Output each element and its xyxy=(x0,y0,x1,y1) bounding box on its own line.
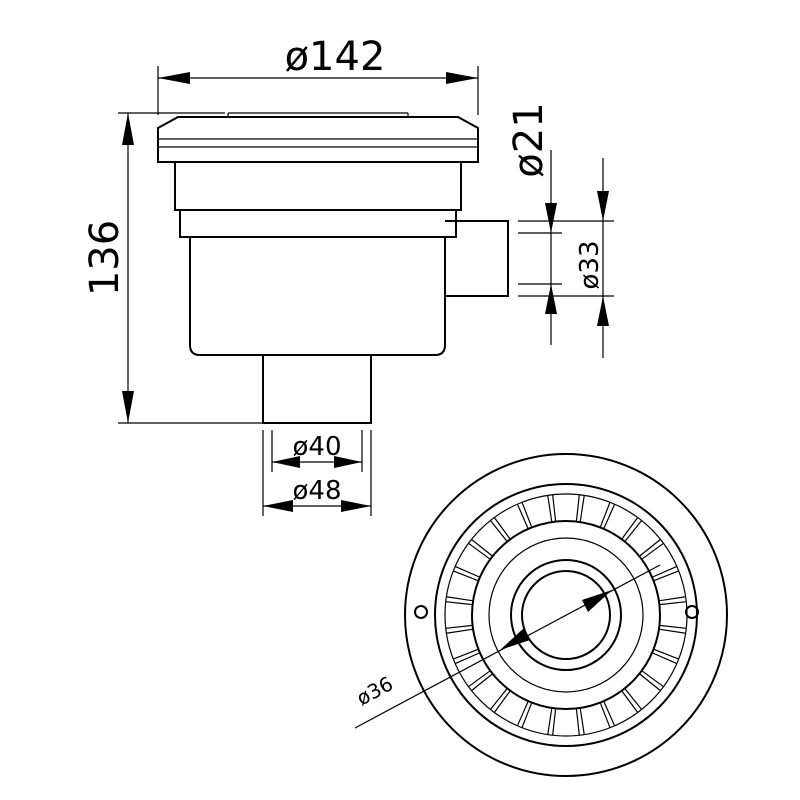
grate-rib-line xyxy=(658,628,686,634)
dim-bottom-outlet: ø40 ø48 xyxy=(262,430,372,516)
grate-rib-line xyxy=(471,538,493,557)
grate-rib-line xyxy=(641,542,664,560)
grate-rib-line xyxy=(493,517,511,540)
grate-rib-line xyxy=(453,570,479,582)
grate-rib-line xyxy=(641,670,664,688)
grate-rib-line xyxy=(446,596,474,602)
outer-flange-circle xyxy=(404,453,728,777)
grate-hub-outer xyxy=(471,520,661,710)
grate-rib-line xyxy=(552,708,557,736)
grate-rib-line xyxy=(445,601,473,606)
grate-rib-line xyxy=(552,494,557,522)
dim-height: 136 xyxy=(82,112,263,424)
grate-rib-line xyxy=(521,702,533,728)
grate-rib-line xyxy=(489,688,508,710)
grate-rib-line xyxy=(446,628,474,634)
main-body xyxy=(189,237,446,356)
top-flange xyxy=(157,112,479,163)
center-opening-outer xyxy=(510,559,622,671)
mounting-hole-right xyxy=(685,605,699,619)
dim-top-diameter: ø142 xyxy=(157,34,479,115)
grate-rib-line xyxy=(603,700,616,727)
grate-rib-line xyxy=(599,702,611,728)
grate-rib-line xyxy=(603,503,616,530)
dim-side-outlet: ø21 ø33 xyxy=(506,102,614,358)
grate-rib-line xyxy=(639,673,661,692)
dim-label-bottom-outlet-outer: ø48 xyxy=(293,476,342,506)
grate-rib-line xyxy=(468,542,491,560)
grate-rib-line xyxy=(516,700,529,727)
grate-rib-line xyxy=(659,601,687,606)
upper-body xyxy=(174,161,462,211)
grate-ribs xyxy=(445,494,687,736)
side-outlet xyxy=(445,220,509,297)
dim-label-side-outlet-inner: ø33 xyxy=(575,241,605,290)
plan-view: ø36 xyxy=(352,453,728,777)
grate-rib-line xyxy=(453,648,479,660)
dim-label-top-diameter: ø142 xyxy=(285,34,386,80)
dim-label-height: 136 xyxy=(82,220,128,296)
grate-rib-line xyxy=(575,494,580,522)
grate-rib-line xyxy=(489,520,508,542)
grate-rib-line xyxy=(651,652,678,665)
grate-rib-line xyxy=(575,708,580,736)
grate-rib-line xyxy=(624,688,643,710)
grate-rib-line xyxy=(547,707,553,735)
grate-rib-line xyxy=(639,538,661,557)
grate-rib-line xyxy=(493,690,511,713)
grate-rib-line xyxy=(516,503,529,530)
grate-rib-line xyxy=(621,690,639,713)
mounting-hole-left xyxy=(414,605,428,619)
grate-hub-inner xyxy=(488,537,644,693)
grate-rib-line xyxy=(658,596,686,602)
dim-label-bottom-outlet-inner: ø40 xyxy=(293,432,342,462)
grate-rib-line xyxy=(454,565,481,578)
grate-rib-line xyxy=(659,624,687,629)
grate-rib-line xyxy=(471,673,493,692)
grate-rib-line xyxy=(653,648,679,660)
bottom-outlet xyxy=(262,355,372,424)
grate-rib-line xyxy=(521,502,533,528)
grate-rib-line xyxy=(445,624,473,629)
dim-center-diameter: ø36 xyxy=(352,564,661,729)
grate-rib-line xyxy=(599,502,611,528)
side-view: ø142 136 ø21 ø33 xyxy=(82,34,614,516)
grate-rib-line xyxy=(468,670,491,688)
dim-label-center-diameter: ø36 xyxy=(352,671,397,710)
center-opening-inner xyxy=(521,570,611,660)
dim-label-side-outlet-outer: ø21 xyxy=(506,102,552,177)
grate-rib-line xyxy=(624,520,643,542)
ring-band xyxy=(179,209,457,238)
grate-rib-line xyxy=(651,565,678,578)
grate-rib-line xyxy=(547,495,553,523)
grate-rib-line xyxy=(579,495,585,523)
grate-rib-line xyxy=(621,517,639,540)
grate-rib-line xyxy=(653,570,679,582)
grate-rib-line xyxy=(579,707,585,735)
grate-rib-line xyxy=(454,652,481,665)
